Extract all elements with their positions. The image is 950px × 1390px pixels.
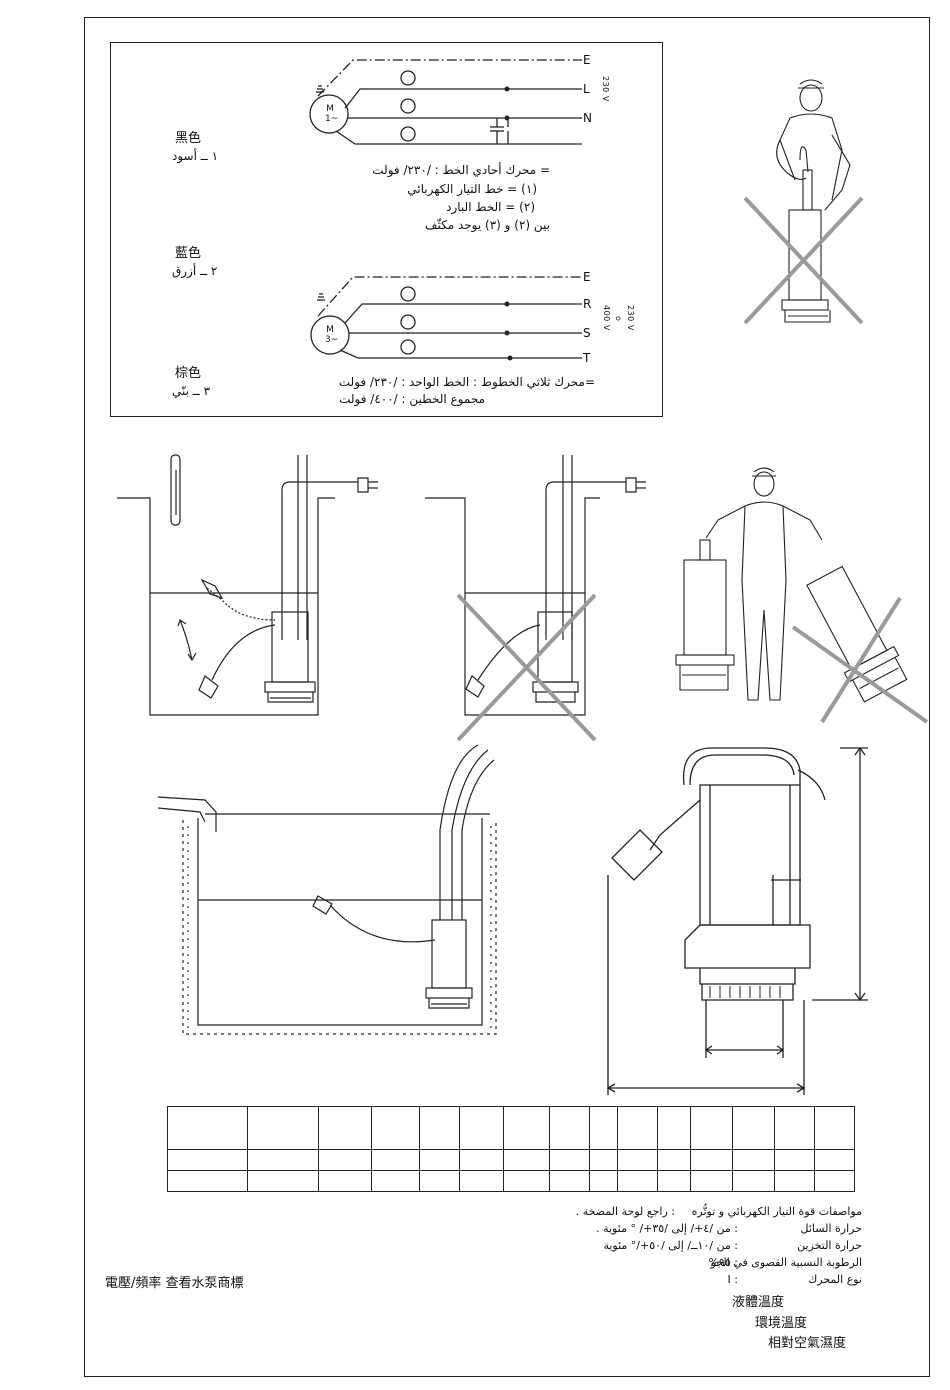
spec-table-row [167,1149,856,1171]
voltage-three-a: 230 V [626,305,635,331]
single-phase-circuit [309,59,582,145]
prohibited-cross-1 [743,196,864,325]
spec-humidity-label: الرطوبة النسبية القصوى في الجو [710,1256,862,1269]
voltage-three-or: o [614,316,623,322]
single-note-1: = محرك أحادي الخط : /٢٣٠/ فولت [372,163,550,177]
color-black-ar: ١ ــ أسود [172,149,219,163]
spec-motor-type-label: نوع المحرك [808,1273,862,1286]
spec-voltage-label: مواصفات قوة التيار الكهربائي و توتُّره [691,1205,862,1218]
pit-with-float-switch [117,454,378,716]
voltage-single: 230 V [601,76,610,102]
color-brown-zh: 棕色 [175,366,202,381]
single-phase-motor [309,94,349,134]
prohibited-cross-2 [456,593,597,742]
spec-liquid-temp-label: حرارة السائل [800,1222,862,1235]
single-note-3: (٢) = الخط البارد [446,200,535,214]
terminal-s: S [583,326,591,340]
terminal-e-1: E [583,53,591,67]
color-blue-zh: 藍色 [175,246,202,261]
three-phase-circuit [310,276,582,361]
spec-storage-temp-label: حرارة التخزين [797,1239,862,1252]
terminal-l: L [583,82,590,96]
single-note-4: بين (٢) و (٣) يوجد مكثّف [425,218,550,232]
spec-table [167,1106,856,1192]
worker-lifting-by-cable [776,79,851,323]
page-frame [84,17,930,1377]
terminal-t: T [583,351,591,365]
color-black-zh: 黑色 [175,131,202,146]
spec-motor-type-value: : I [727,1273,738,1286]
three-note-1: =محرك ثلاثي الخطوط : الخط الواحد : /٢٣٠/… [338,375,595,389]
pump-dimension-drawing [606,746,868,1095]
spec-liquid-temp-value: : من /٤+/ إلى /٣٥+/ ° مئوية . [596,1222,738,1235]
color-blue-ar: ٢ ــ أزرق [172,264,218,278]
single-note-2: (١) = خط التيار الكهربائي [407,182,537,196]
ambient-temp-zh: 環境溫度 [755,1316,808,1331]
color-brown-ar: ٣ ــ بنّي [172,384,211,398]
wiring-diagram-box [110,42,663,417]
pit-installation [157,744,497,1035]
spec-storage-temp-value: : من /١٠ــ/ إلى /٥٠+/° مئوية [603,1239,738,1252]
prohibited-cross-3 [791,596,929,724]
spec-table-row [167,1170,856,1192]
worker-carrying-pumps [675,467,908,703]
voltage-three-b: 400 V [602,305,611,331]
three-note-2: مجموع الخطين : /٤٠٠/ فولت [339,392,485,406]
voltage-note-zh: 電壓/頻率 查看水泵商標 [105,1276,244,1291]
spec-table-row [167,1106,856,1150]
terminal-e-2: E [583,270,591,284]
spec-voltage-value: : راجع لوحة المضخة . [575,1205,675,1218]
humidity-zh: 相對空氣濕度 [768,1336,847,1351]
three-phase-motor [310,315,350,355]
liquid-temp-zh: 液體溫度 [732,1295,785,1310]
terminal-r: R [583,297,592,311]
spec-humidity-value: : ٩٥% [708,1256,738,1269]
terminal-n: N [583,111,592,125]
pit-too-small [425,455,646,716]
